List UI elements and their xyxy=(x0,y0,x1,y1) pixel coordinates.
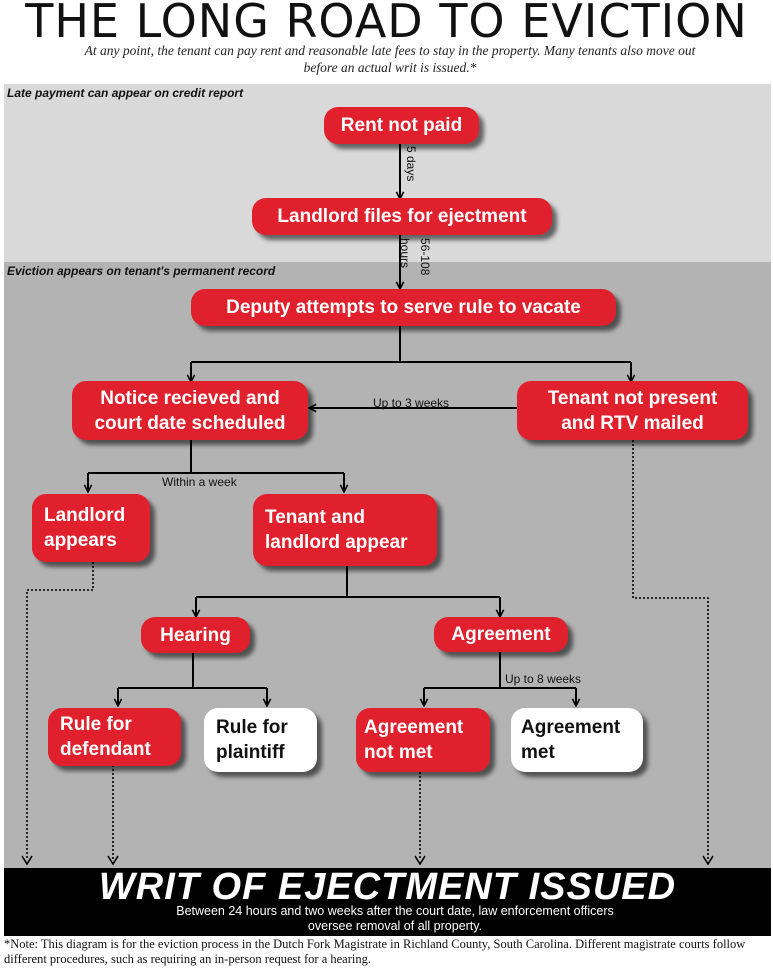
node-notice-received-line2: court date scheduled xyxy=(94,412,286,434)
node-tenant-not-present-line2: and RTV mailed xyxy=(561,412,704,434)
credit-report-band-label: Late payment can appear on credit report xyxy=(7,86,244,100)
node-agreement-met-line1: Agreement xyxy=(521,717,621,738)
label-within-a-week: Within a week xyxy=(162,475,237,489)
label-five-days: 5 days xyxy=(404,146,418,182)
node-agreement-met: Agreement met xyxy=(511,708,643,772)
writ-subtitle: Between 24 hours and two weeks after the… xyxy=(176,904,614,933)
node-landlord-files-label: Landlord files for ejectment xyxy=(277,206,527,227)
node-both-appear: Tenant and landlord appear xyxy=(253,494,437,566)
writ-title: WRIT OF EJECTMENT ISSUED xyxy=(98,866,677,908)
arrow-not-present-writ xyxy=(702,855,714,866)
node-landlord-files: Landlord files for ejectment xyxy=(252,198,552,235)
node-rule-for-plaintiff-line2: plaintiff xyxy=(216,742,285,763)
node-agreement: Agreement xyxy=(434,617,568,652)
node-deputy-serves-label: Deputy attempts to serve rule to vacate xyxy=(226,297,581,318)
node-hearing-label: Hearing xyxy=(160,624,231,646)
label-up-to-3-weeks: Up to 3 weeks xyxy=(373,396,450,410)
footnote: *Note: This diagram is for the eviction … xyxy=(4,937,746,966)
node-notice-received-line1: Notice recieved and xyxy=(100,387,280,409)
node-rule-for-defendant-line1: Rule for xyxy=(60,714,132,735)
node-agreement-not-met-line1: Agreement xyxy=(364,717,464,738)
edge-landlord-to-writ xyxy=(26,562,94,860)
node-landlord-appears-line2: appears xyxy=(44,530,117,551)
node-agreement-met-line2: met xyxy=(521,742,555,763)
node-agreement-not-met: Agreement not met xyxy=(356,708,490,772)
label-hours-range: 56-108 xyxy=(418,238,432,276)
edge-not-present-to-writ xyxy=(632,440,709,860)
node-rule-for-defendant: Rule for defendant xyxy=(48,708,181,766)
node-rule-for-plaintiff-line1: Rule for xyxy=(216,717,288,738)
node-notice-received: Notice recieved and court date scheduled xyxy=(72,381,308,440)
page-subtitle: At any point, the tenant can pay rent an… xyxy=(84,43,696,75)
node-deputy-serves: Deputy attempts to serve rule to vacate xyxy=(191,289,616,326)
node-agreement-not-met-line2: not met xyxy=(364,742,433,763)
arrow-defendant-writ xyxy=(107,855,119,866)
node-both-appear-line2: landlord appear xyxy=(265,532,408,553)
permanent-record-band-label: Eviction appears on tenant's permanent r… xyxy=(7,264,276,278)
writ-banner xyxy=(4,868,771,936)
node-agreement-label: Agreement xyxy=(451,624,551,645)
arrow-not-met-writ xyxy=(414,855,426,866)
node-rule-for-plaintiff: Rule for plaintiff xyxy=(204,708,317,772)
node-rent-not-paid: Rent not paid xyxy=(324,107,479,144)
node-landlord-appears: Landlord appears xyxy=(32,494,150,562)
node-rule-for-defendant-line2: defendant xyxy=(60,739,151,760)
label-hours: hours xyxy=(398,238,412,269)
node-hearing: Hearing xyxy=(141,617,250,653)
node-both-appear-line1: Tenant and xyxy=(265,507,365,528)
node-rent-not-paid-label: Rent not paid xyxy=(340,115,463,136)
node-landlord-appears-line1: Landlord xyxy=(44,505,126,526)
page-title: THE LONG ROAD TO EVICTION xyxy=(25,0,748,48)
node-tenant-not-present: Tenant not present and RTV mailed xyxy=(517,381,748,440)
arrow-landlord-writ xyxy=(21,855,33,866)
label-up-to-8-weeks: Up to 8 weeks xyxy=(505,672,582,686)
node-tenant-not-present-line1: Tenant not present xyxy=(547,387,718,409)
